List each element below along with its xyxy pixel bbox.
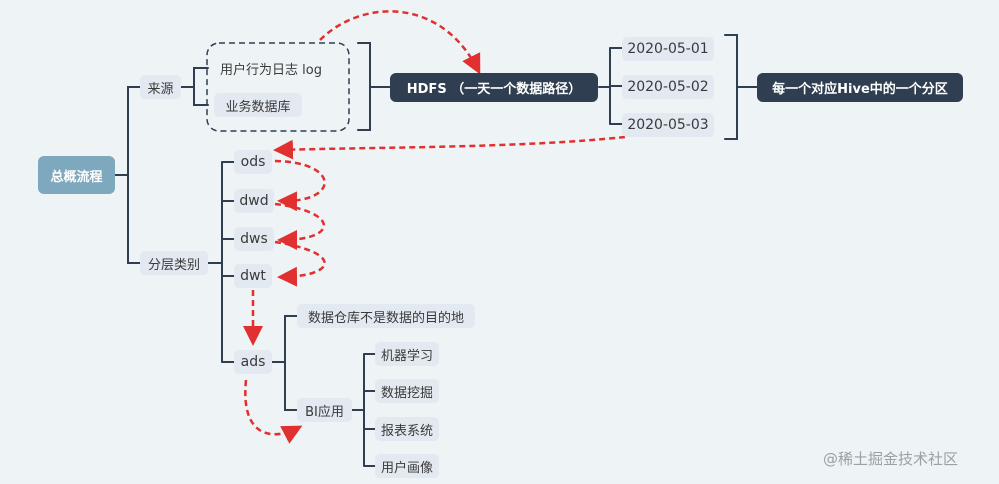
layer-dwt[interactable]: dwt [234,264,272,288]
date-node-0502[interactable]: 2020-05-02 [622,75,714,99]
flow-arrow-dates-to-ods [273,135,626,160]
hive-partition-node[interactable]: 每一个对应Hive中的一个分区 [757,73,963,102]
connector-root-to-layers [127,174,141,264]
connector-hdfs-to-dates [598,47,623,125]
connector-source-to-items [179,67,209,106]
connector-layers-to-items [207,161,235,363]
source-item-business-db[interactable]: 业务数据库 [214,93,302,117]
flow-arrow-source-to-hdfs [319,10,481,75]
layer-ads[interactable]: ads [234,350,272,374]
bi-item-ml[interactable]: 机器学习 [375,342,439,366]
date-node-0503[interactable]: 2020-05-03 [622,113,714,137]
layers-node[interactable]: 分层类别 [140,251,208,275]
bi-item-report-system[interactable]: 报表系统 [375,417,439,441]
root-node[interactable]: 总概流程 [38,156,115,194]
source-node[interactable]: 来源 [140,75,181,99]
layer-ods[interactable]: ods [234,150,272,174]
connector-bi-to-items [351,353,376,467]
date-node-0501[interactable]: 2020-05-01 [622,37,714,61]
layer-dws[interactable]: dws [234,227,274,251]
bi-app-node[interactable]: BI应用 [297,398,352,422]
bracket-dates [724,34,738,140]
flow-arrow-dws-to-dwt [274,240,326,287]
flow-arrow-dwd-to-dws [274,202,325,250]
watermark: @稀土掘金技术社区 [823,449,959,468]
flow-arrow-ads-to-bi [244,379,303,444]
bracket-source-group [357,42,371,131]
hdfs-node[interactable]: HDFS （一天一个数据路径） [390,73,598,102]
source-item-behavior-log[interactable]: 用户行为日志 log [220,62,322,78]
ads-note-node[interactable]: 数据仓库不是数据的目的地 [297,304,475,328]
connector-ads-to-children [271,315,298,411]
bi-item-data-mining[interactable]: 数据挖掘 [375,379,439,403]
connector-root-to-source [114,86,141,176]
flow-arrow-ods-to-dwd [274,159,326,212]
layer-dwd[interactable]: dwd [234,189,274,213]
bi-item-user-profile[interactable]: 用户画像 [375,454,439,478]
